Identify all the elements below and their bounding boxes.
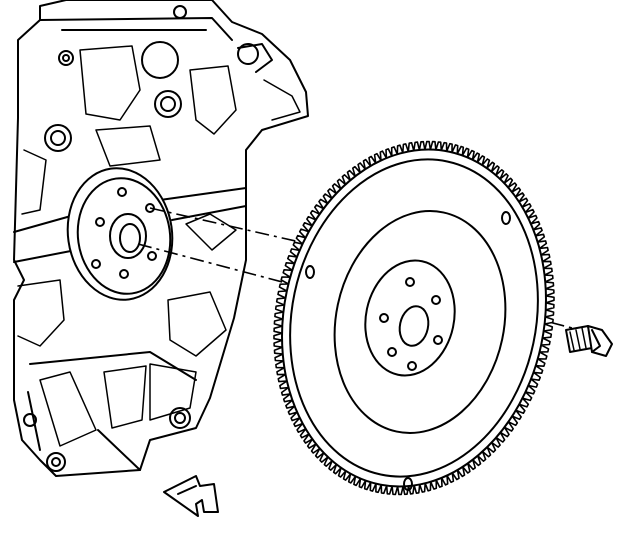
view-arrow-icon xyxy=(163,475,219,517)
crankshaft-flange-icon xyxy=(66,167,174,301)
bolt-icon xyxy=(565,325,613,357)
flywheel-icon xyxy=(273,140,555,496)
